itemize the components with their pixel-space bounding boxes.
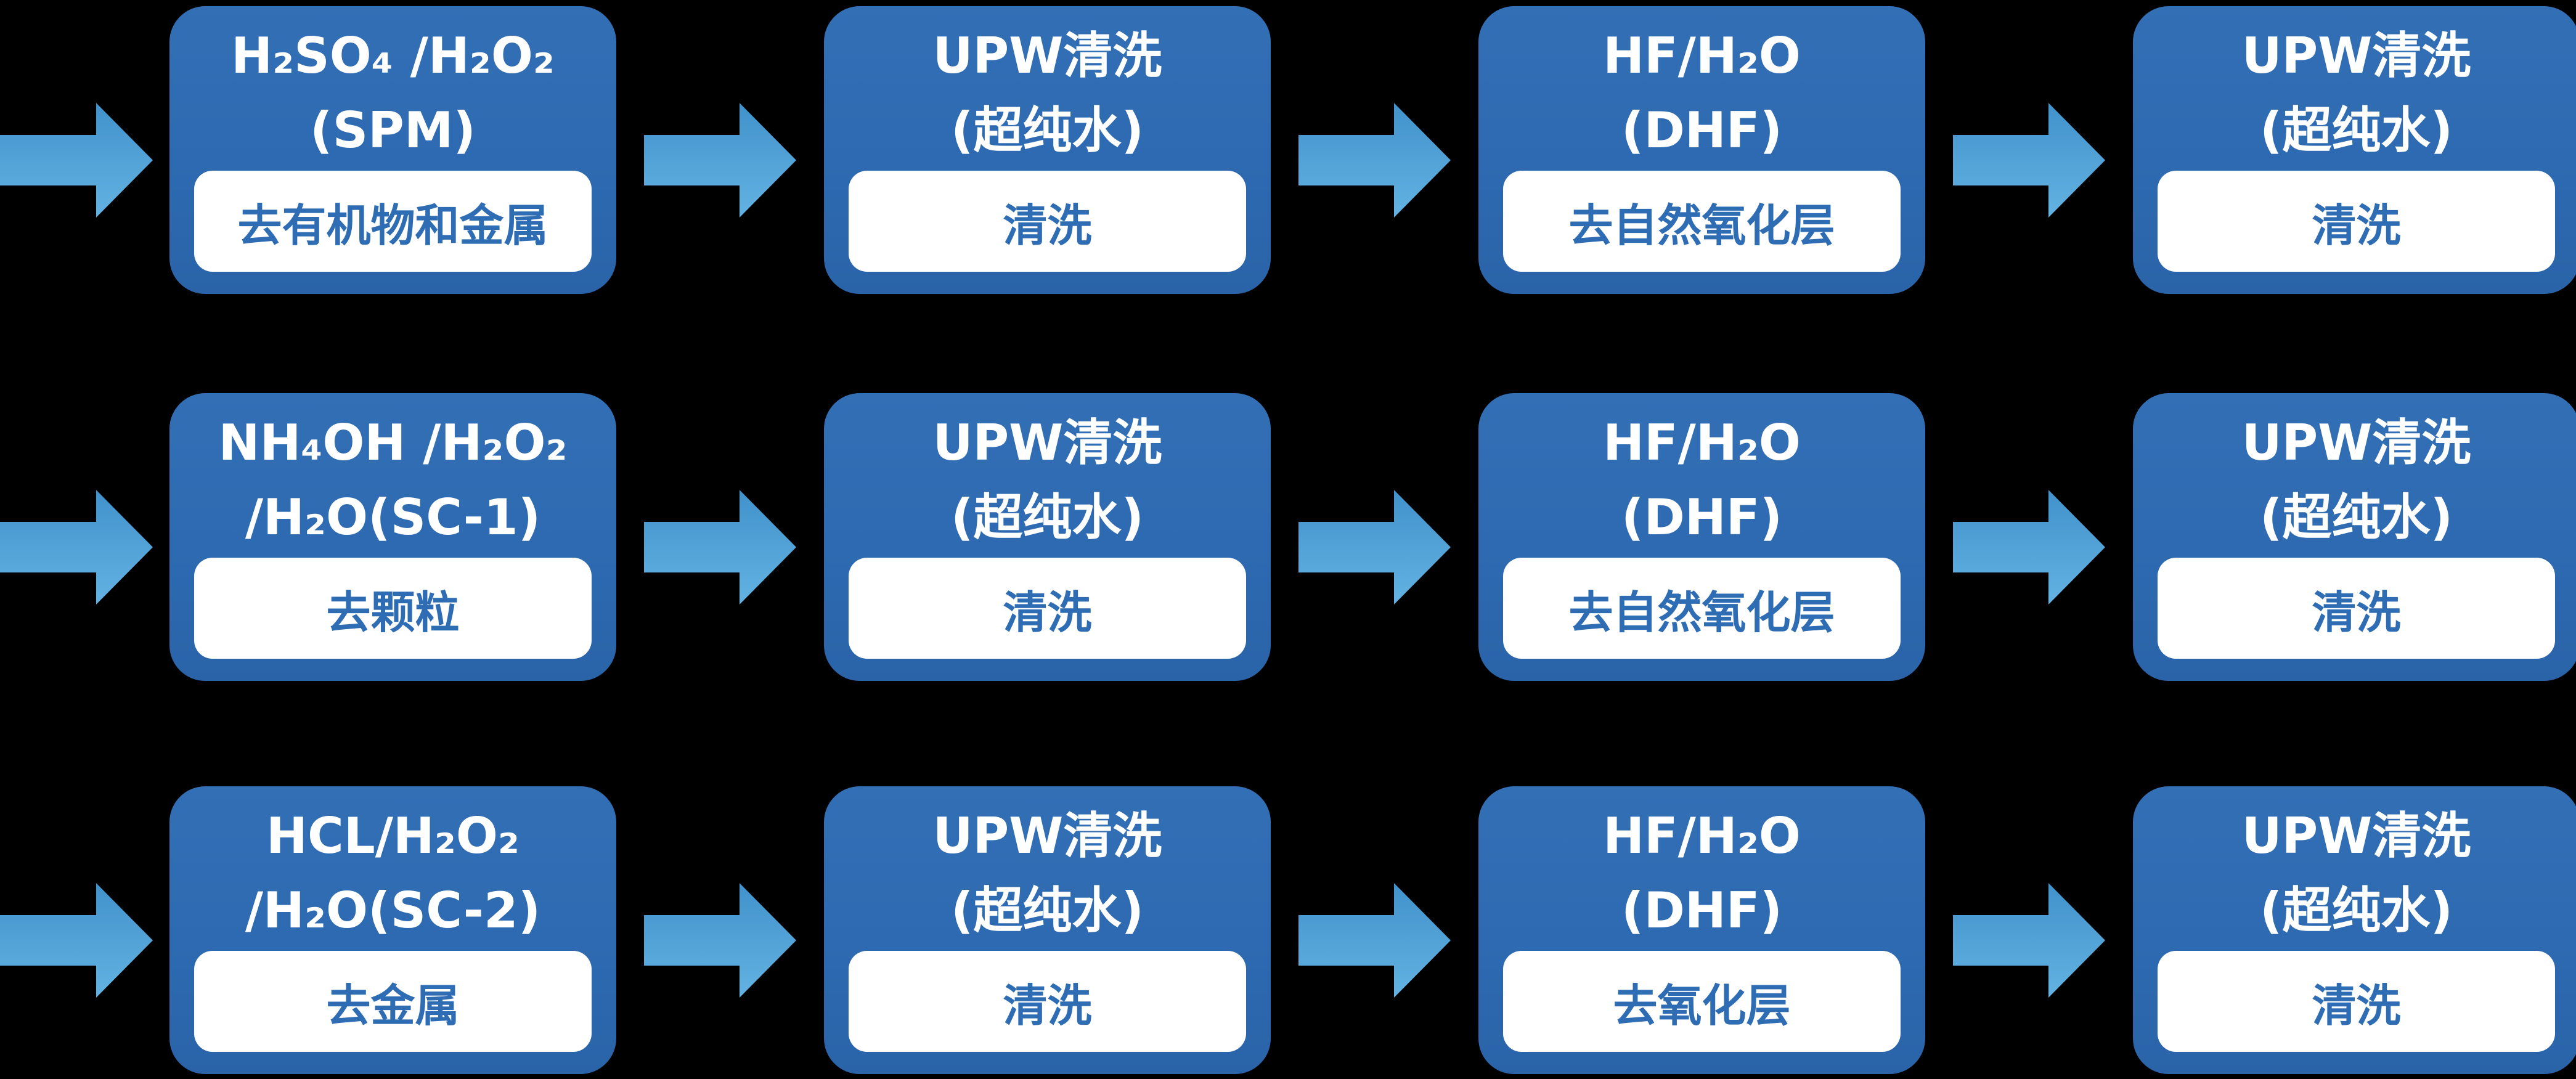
step-title-line1: HF/H₂O — [1603, 807, 1801, 865]
step-title-line1: UPW清洗 — [2241, 27, 2471, 84]
step-title: UPW清洗 (超纯水) — [2133, 786, 2576, 948]
flow-arrow-icon — [1953, 882, 2105, 998]
process-step-upw-rinse: UPW清洗 (超纯水) 清洗 — [2133, 786, 2576, 1074]
step-title-line1: UPW清洗 — [932, 27, 1162, 84]
step-title-line2: (DHF) — [1621, 102, 1783, 159]
process-step-upw-rinse: UPW清洗 (超纯水) 清洗 — [824, 393, 1271, 681]
step-function-label: 清洗 — [2158, 171, 2555, 272]
step-function-label: 去颗粒 — [194, 558, 592, 659]
step-function-label: 去有机物和金属 — [194, 171, 592, 272]
step-title-line1: HF/H₂O — [1603, 414, 1801, 471]
step-title-line2: (超纯水) — [2259, 882, 2453, 939]
step-title-line2: (超纯水) — [950, 102, 1144, 159]
step-title-line1: HCL/H₂O₂ — [266, 807, 520, 865]
process-step-dhf: HF/H₂O (DHF) 去自然氧化层 — [1478, 393, 1925, 681]
step-function-label: 清洗 — [849, 558, 1246, 659]
step-title-line2: (超纯水) — [2259, 102, 2453, 159]
step-title-line2: (超纯水) — [2259, 489, 2453, 546]
step-title-line2: /H₂O(SC-1) — [245, 489, 541, 546]
flow-entry-arrow-icon — [0, 102, 153, 218]
step-function-label: 去氧化层 — [1503, 951, 1901, 1052]
step-title: UPW清洗 (超纯水) — [2133, 6, 2576, 168]
step-title-line1: H₂SO₄ /H₂O₂ — [231, 27, 555, 84]
process-step-dhf: HF/H₂O (DHF) 去氧化层 — [1478, 786, 1925, 1074]
flow-entry-arrow-icon — [0, 489, 153, 605]
step-title: UPW清洗 (超纯水) — [824, 786, 1271, 948]
step-title-line1: UPW清洗 — [932, 807, 1162, 865]
flow-arrow-icon — [1298, 882, 1451, 998]
step-title: NH₄OH /H₂O₂ /H₂O(SC-1) — [169, 393, 616, 555]
flow-entry-arrow-icon — [0, 882, 153, 998]
process-row-3: HCL/H₂O₂ /H₂O(SC-2) 去金属 UPW清洗 (超纯水) 清洗 H… — [0, 786, 2576, 1074]
process-step-upw-rinse: UPW清洗 (超纯水) 清洗 — [824, 786, 1271, 1074]
process-row-1: H₂SO₄ /H₂O₂ (SPM) 去有机物和金属 UPW清洗 (超纯水) 清洗… — [0, 6, 2576, 294]
process-step-upw-rinse: UPW清洗 (超纯水) 清洗 — [824, 6, 1271, 294]
flow-arrow-icon — [644, 102, 796, 218]
step-title-line2: (SPM) — [310, 102, 476, 159]
flow-arrow-icon — [1298, 102, 1451, 218]
step-title: HF/H₂O (DHF) — [1478, 393, 1925, 555]
process-step-dhf: HF/H₂O (DHF) 去自然氧化层 — [1478, 6, 1925, 294]
process-step-spm: H₂SO₄ /H₂O₂ (SPM) 去有机物和金属 — [169, 6, 616, 294]
step-title: UPW清洗 (超纯水) — [824, 6, 1271, 168]
process-step-upw-rinse: UPW清洗 (超纯水) 清洗 — [2133, 6, 2576, 294]
step-title-line1: HF/H₂O — [1603, 27, 1801, 84]
step-title: H₂SO₄ /H₂O₂ (SPM) — [169, 6, 616, 168]
step-function-label: 去自然氧化层 — [1503, 171, 1901, 272]
process-step-sc1: NH₄OH /H₂O₂ /H₂O(SC-1) 去颗粒 — [169, 393, 616, 681]
step-function-label: 去金属 — [194, 951, 592, 1052]
step-title-line2: (DHF) — [1621, 489, 1783, 546]
step-title: HCL/H₂O₂ /H₂O(SC-2) — [169, 786, 616, 948]
step-title-line1: UPW清洗 — [2241, 414, 2471, 471]
flow-arrow-icon — [644, 882, 796, 998]
step-title: UPW清洗 (超纯水) — [2133, 393, 2576, 555]
process-step-sc2: HCL/H₂O₂ /H₂O(SC-2) 去金属 — [169, 786, 616, 1074]
step-function-label: 去自然氧化层 — [1503, 558, 1901, 659]
step-title-line2: (DHF) — [1621, 882, 1783, 939]
step-function-label: 清洗 — [2158, 951, 2555, 1052]
process-step-upw-rinse: UPW清洗 (超纯水) 清洗 — [2133, 393, 2576, 681]
step-function-label: 清洗 — [849, 171, 1246, 272]
step-title-line1: NH₄OH /H₂O₂ — [218, 414, 568, 471]
step-function-label: 清洗 — [849, 951, 1246, 1052]
step-title: UPW清洗 (超纯水) — [824, 393, 1271, 555]
step-title-line1: UPW清洗 — [2241, 807, 2471, 865]
step-title-line2: (超纯水) — [950, 489, 1144, 546]
flow-arrow-icon — [1953, 102, 2105, 218]
step-title-line1: UPW清洗 — [932, 414, 1162, 471]
step-title-line2: (超纯水) — [950, 882, 1144, 939]
flow-arrow-icon — [1953, 489, 2105, 605]
step-function-label: 清洗 — [2158, 558, 2555, 659]
process-row-2: NH₄OH /H₂O₂ /H₂O(SC-1) 去颗粒 UPW清洗 (超纯水) 清… — [0, 393, 2576, 681]
step-title-line2: /H₂O(SC-2) — [245, 882, 541, 939]
flow-arrow-icon — [644, 489, 796, 605]
flow-arrow-icon — [1298, 489, 1451, 605]
step-title: HF/H₂O (DHF) — [1478, 6, 1925, 168]
step-title: HF/H₂O (DHF) — [1478, 786, 1925, 948]
